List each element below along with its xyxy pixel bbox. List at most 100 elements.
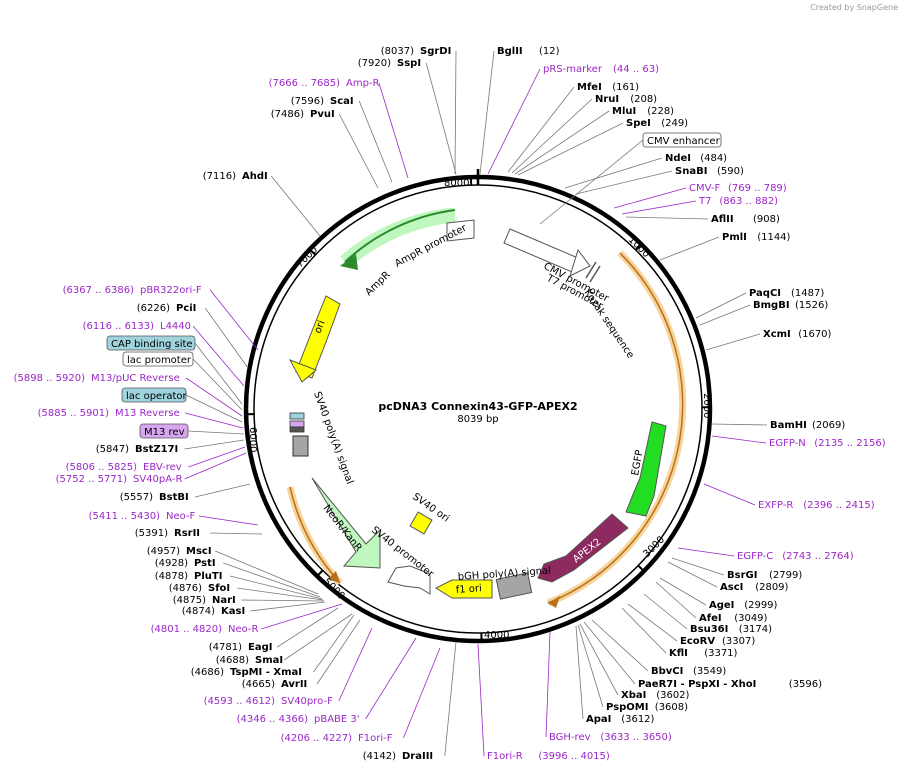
enzyme-position: (6226) — [137, 303, 170, 314]
ring-tick-mark — [316, 569, 324, 577]
label-connector — [250, 601, 326, 612]
enzyme-name: PstI — [194, 558, 216, 569]
enzyme-position: (3602) — [656, 690, 689, 701]
primer-range: (5806 .. 5825) — [66, 462, 138, 473]
enzyme-position: (5391) — [135, 528, 168, 539]
enzyme-position: (3371) — [704, 648, 737, 659]
enzyme-name: XbaI — [621, 690, 646, 701]
enzyme-name: MluI — [612, 106, 636, 117]
primer-name: Neo-F — [166, 511, 196, 522]
enzyme-position: (1670) — [798, 329, 831, 340]
primer-range: (4346 .. 4366) — [237, 714, 309, 725]
primer-name: CMV-F — [689, 183, 720, 194]
ring-tick-label: 8000 — [444, 178, 469, 189]
orf-arc-neo-core — [289, 486, 341, 584]
primer-name: Amp-R — [346, 78, 380, 89]
egfp-feature-arrow — [625, 421, 667, 517]
label-connector — [184, 452, 247, 480]
label-connector — [185, 377, 243, 417]
enzyme-position: (4781) — [209, 642, 242, 653]
enzyme-position: (4874) — [182, 606, 215, 617]
lac-operator-marker — [289, 412, 305, 420]
label-connector — [185, 412, 244, 429]
label-connector — [237, 587, 324, 601]
enzyme-position: (7920) — [358, 58, 391, 69]
label-connector — [283, 613, 353, 661]
label-connector — [477, 643, 485, 757]
label-connector — [378, 82, 409, 179]
primer-name: F1ori-F — [358, 733, 393, 744]
label-connector — [184, 439, 245, 450]
label-connector — [621, 200, 697, 215]
label-connector — [365, 637, 417, 720]
primer-name: EGFP-C — [737, 551, 773, 562]
enzyme-name: NruI — [595, 94, 619, 105]
neo-feature-arrow — [311, 477, 381, 569]
enzyme-name: SpeI — [626, 118, 651, 129]
primer-range: (5752 .. 5771) — [56, 474, 128, 485]
enzyme-name: SmaI — [255, 655, 283, 666]
label-connector — [711, 423, 768, 426]
label-connector — [703, 483, 756, 506]
enzyme-name: EcoRV — [680, 636, 715, 647]
primer-range: (5411 .. 5430) — [89, 511, 161, 522]
ori-feature-arrowhead — [288, 359, 317, 383]
enzyme-position: (161) — [612, 82, 639, 93]
enzyme-position: (4875) — [173, 595, 206, 606]
enzyme-position: (12) — [539, 46, 560, 57]
ori-feature-arrow — [295, 295, 341, 379]
sv40-ori-box — [409, 511, 433, 535]
cmv-promoter-arrowhead — [569, 248, 591, 277]
label-connector — [192, 325, 245, 387]
enzyme-name: AfeI — [699, 613, 722, 624]
primer-name: SV40pA-R — [133, 474, 182, 485]
primer-range: (5885 .. 5901) — [38, 408, 110, 419]
label-connector — [187, 430, 245, 435]
apex2-feature-arrow — [537, 513, 629, 583]
label-connector — [241, 599, 325, 602]
enzyme-position: (2809) — [755, 582, 788, 593]
primer-range: (863 .. 882) — [719, 196, 778, 207]
label-connector — [627, 603, 678, 642]
label-connector — [358, 100, 393, 183]
enzyme-position: (4928) — [155, 558, 188, 569]
enzyme-name: BstZ17I — [135, 444, 178, 455]
primer-name: L4440 — [160, 321, 191, 332]
label-connector — [583, 621, 636, 685]
label-connector — [223, 562, 321, 598]
label-connector — [209, 532, 263, 535]
primer-range: (769 .. 789) — [728, 183, 787, 194]
enzyme-position: (3549) — [693, 666, 726, 677]
enzyme-position: (484) — [700, 153, 727, 164]
label-connector — [338, 113, 379, 189]
label-connector — [507, 86, 575, 173]
label-connector — [517, 122, 624, 176]
sv40-polya-marker — [292, 435, 309, 457]
enzyme-position: (5847) — [96, 444, 129, 455]
orf-arc-egfp-apex2-core — [547, 252, 684, 604]
primer-name: M13 Reverse — [115, 408, 180, 419]
label-connector — [711, 435, 767, 444]
enzyme-name: KasI — [221, 606, 245, 617]
label-connector — [659, 577, 707, 606]
label-connector — [575, 625, 584, 720]
feature-label-text: CAP binding site — [111, 339, 193, 350]
kozak-marker — [585, 261, 597, 279]
enzyme-name: SspI — [397, 58, 421, 69]
enzyme-name: AscI — [720, 582, 743, 593]
enzyme-name: AhdI — [242, 171, 268, 182]
bgh-polya-box — [495, 572, 533, 600]
label-connector — [577, 624, 604, 708]
label-connector — [313, 614, 355, 673]
enzyme-name: PluTI — [194, 571, 222, 582]
enzyme-position: (8037) — [381, 46, 414, 57]
primer-range: (4206 .. 4227) — [281, 733, 353, 744]
primer-name: Neo-R — [228, 624, 259, 635]
label-ampr: AmpR — [363, 269, 392, 298]
enzyme-position: (2069) — [812, 420, 845, 431]
label-connector — [643, 593, 688, 630]
enzyme-name: PvuI — [310, 109, 335, 120]
enzyme-name: ScaI — [330, 96, 354, 107]
enzyme-name: BmgBI — [753, 300, 790, 311]
